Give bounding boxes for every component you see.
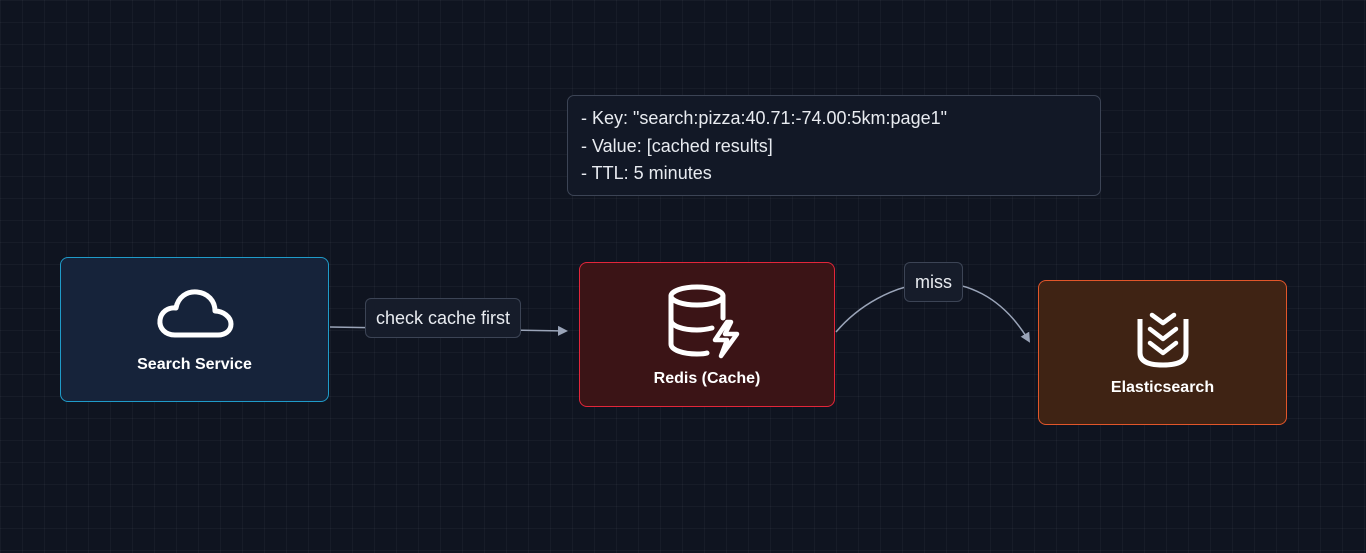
- database-bolt-icon: [668, 284, 740, 358]
- note-line-key: - Key: "search:pizza:40.71:-74.00:5km:pa…: [581, 108, 947, 128]
- node-elasticsearch[interactable]: Elasticsearch: [1038, 280, 1287, 425]
- note-line-value: - Value: [cached results]: [581, 135, 773, 156]
- node-label-redis: Redis (Cache): [653, 369, 761, 387]
- edge-label-miss: miss: [904, 262, 963, 302]
- elasticsearch-icon: [1137, 312, 1188, 367]
- cloud-icon: [156, 288, 233, 337]
- node-search-service[interactable]: Search Service: [60, 257, 329, 402]
- node-label-elasticsearch: Elasticsearch: [1110, 378, 1215, 396]
- note-line-ttl: - TTL: 5 minutes: [581, 163, 712, 183]
- edge-label-check-cache: check cache first: [365, 298, 522, 338]
- node-label-search-service: Search Service: [137, 355, 252, 373]
- cache-note[interactable]: - Key: "search:pizza:40.71:-74.00:5km:pa…: [567, 95, 1101, 196]
- node-redis-cache[interactable]: Redis (Cache): [579, 262, 835, 407]
